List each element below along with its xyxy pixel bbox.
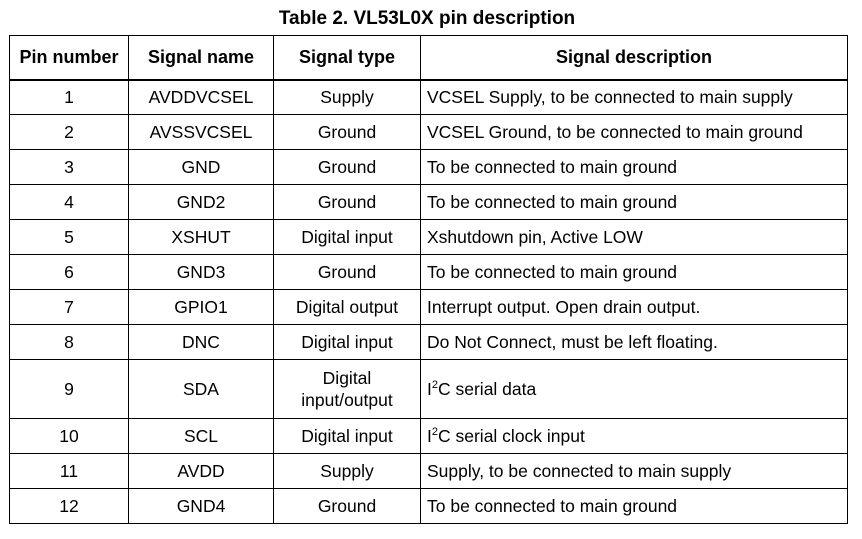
pin-description-table: Pin number Signal name Signal type Signa…: [9, 35, 848, 524]
signal-name-cell: GND2: [128, 184, 274, 220]
desc-text: C serial data: [438, 378, 537, 399]
signal-description-cell: Interrupt output. Open drain output.: [420, 289, 848, 325]
signal-type-cell: Digital output: [273, 289, 421, 325]
signal-description-cell: I2C serial clock input: [420, 418, 848, 454]
table-row: 8 DNC Digital input Do Not Connect, must…: [9, 324, 848, 360]
signal-name-cell: AVDD: [128, 453, 274, 489]
signal-type-cell: Digital input: [273, 219, 421, 255]
signal-type-cell: Ground: [273, 149, 421, 185]
table-row: 12 GND4 Ground To be connected to main g…: [9, 488, 848, 524]
signal-description-cell: Do Not Connect, must be left floating.: [420, 324, 848, 360]
signal-name-cell: AVDDVCSEL: [128, 79, 274, 115]
table-row: 5 XSHUT Digital input Xshutdown pin, Act…: [9, 219, 848, 255]
pin-number-cell: 4: [9, 184, 129, 220]
signal-type-cell: Supply: [273, 79, 421, 115]
pin-number-cell: 6: [9, 254, 129, 290]
signal-type-cell: Ground: [273, 184, 421, 220]
table-row: 2 AVSSVCSEL Ground VCSEL Ground, to be c…: [9, 114, 848, 150]
signal-type-cell: Ground: [273, 254, 421, 290]
signal-description-cell: Xshutdown pin, Active LOW: [420, 219, 848, 255]
header-row: Pin number Signal name Signal type Signa…: [9, 35, 848, 81]
desc-text: C serial clock input: [438, 425, 585, 446]
signal-description-cell: VCSEL Ground, to be connected to main gr…: [420, 114, 848, 150]
header-signal-description: Signal description: [420, 35, 848, 81]
signal-type-cell: Supply: [273, 453, 421, 489]
signal-description-cell: Supply, to be connected to main supply: [420, 453, 848, 489]
table-row: 6 GND3 Ground To be connected to main gr…: [9, 254, 848, 290]
table-title: Table 2. VL53L0X pin description: [278, 8, 576, 29]
pin-number-cell: 9: [9, 359, 129, 419]
signal-name-cell: GND: [128, 149, 274, 185]
table-row: 7 GPIO1 Digital output Interrupt output.…: [9, 289, 848, 325]
signal-type-cell: Ground: [273, 114, 421, 150]
pin-number-cell: 12: [9, 488, 129, 524]
table-row: 3 GND Ground To be connected to main gro…: [9, 149, 848, 185]
desc-superscript: 2: [431, 378, 438, 391]
signal-type-cell: Digital input: [273, 418, 421, 454]
signal-type-line-2: input/output: [301, 390, 393, 410]
signal-description-cell: VCSEL Supply, to be connected to main su…: [420, 79, 848, 115]
signal-name-cell: GND4: [128, 488, 274, 524]
desc-prefix: I: [427, 378, 432, 399]
header-pin-number: Pin number: [9, 35, 129, 81]
signal-description-cell: To be connected to main ground: [420, 149, 848, 185]
signal-description-cell: To be connected to main ground: [420, 184, 848, 220]
pin-number-cell: 1: [9, 79, 129, 115]
signal-name-cell: SDA: [128, 359, 274, 419]
table-row: 11 AVDD Supply Supply, to be connected t…: [9, 453, 848, 489]
signal-description-cell: To be connected to main ground: [420, 488, 848, 524]
pin-number-cell: 5: [9, 219, 129, 255]
pin-number-cell: 3: [9, 149, 129, 185]
header-signal-type: Signal type: [273, 35, 421, 81]
table-row: 10 SCL Digital input I2C serial clock in…: [9, 418, 848, 454]
signal-name-cell: SCL: [128, 418, 274, 454]
table-row: 1 AVDDVCSEL Supply VCSEL Supply, to be c…: [9, 79, 848, 115]
signal-name-cell: XSHUT: [128, 219, 274, 255]
signal-type-line-1: Digital: [322, 368, 372, 388]
signal-name-cell: AVSSVCSEL: [128, 114, 274, 150]
table-row: 4 GND2 Ground To be connected to main gr…: [9, 184, 848, 220]
signal-name-cell: DNC: [128, 324, 274, 360]
signal-type-cell: Ground: [273, 488, 421, 524]
desc-superscript: 2: [431, 425, 438, 438]
pin-number-cell: 10: [9, 418, 129, 454]
signal-description-cell: I2C serial data: [420, 359, 848, 419]
pin-number-cell: 8: [9, 324, 129, 360]
desc-prefix: I: [427, 425, 432, 446]
signal-type-cell: Digital input: [273, 324, 421, 360]
signal-name-cell: GND3: [128, 254, 274, 290]
header-signal-name: Signal name: [128, 35, 274, 81]
signal-description-cell: To be connected to main ground: [420, 254, 848, 290]
pin-number-cell: 7: [9, 289, 129, 325]
pin-number-cell: 2: [9, 114, 129, 150]
signal-name-cell: GPIO1: [128, 289, 274, 325]
pin-number-cell: 11: [9, 453, 129, 489]
